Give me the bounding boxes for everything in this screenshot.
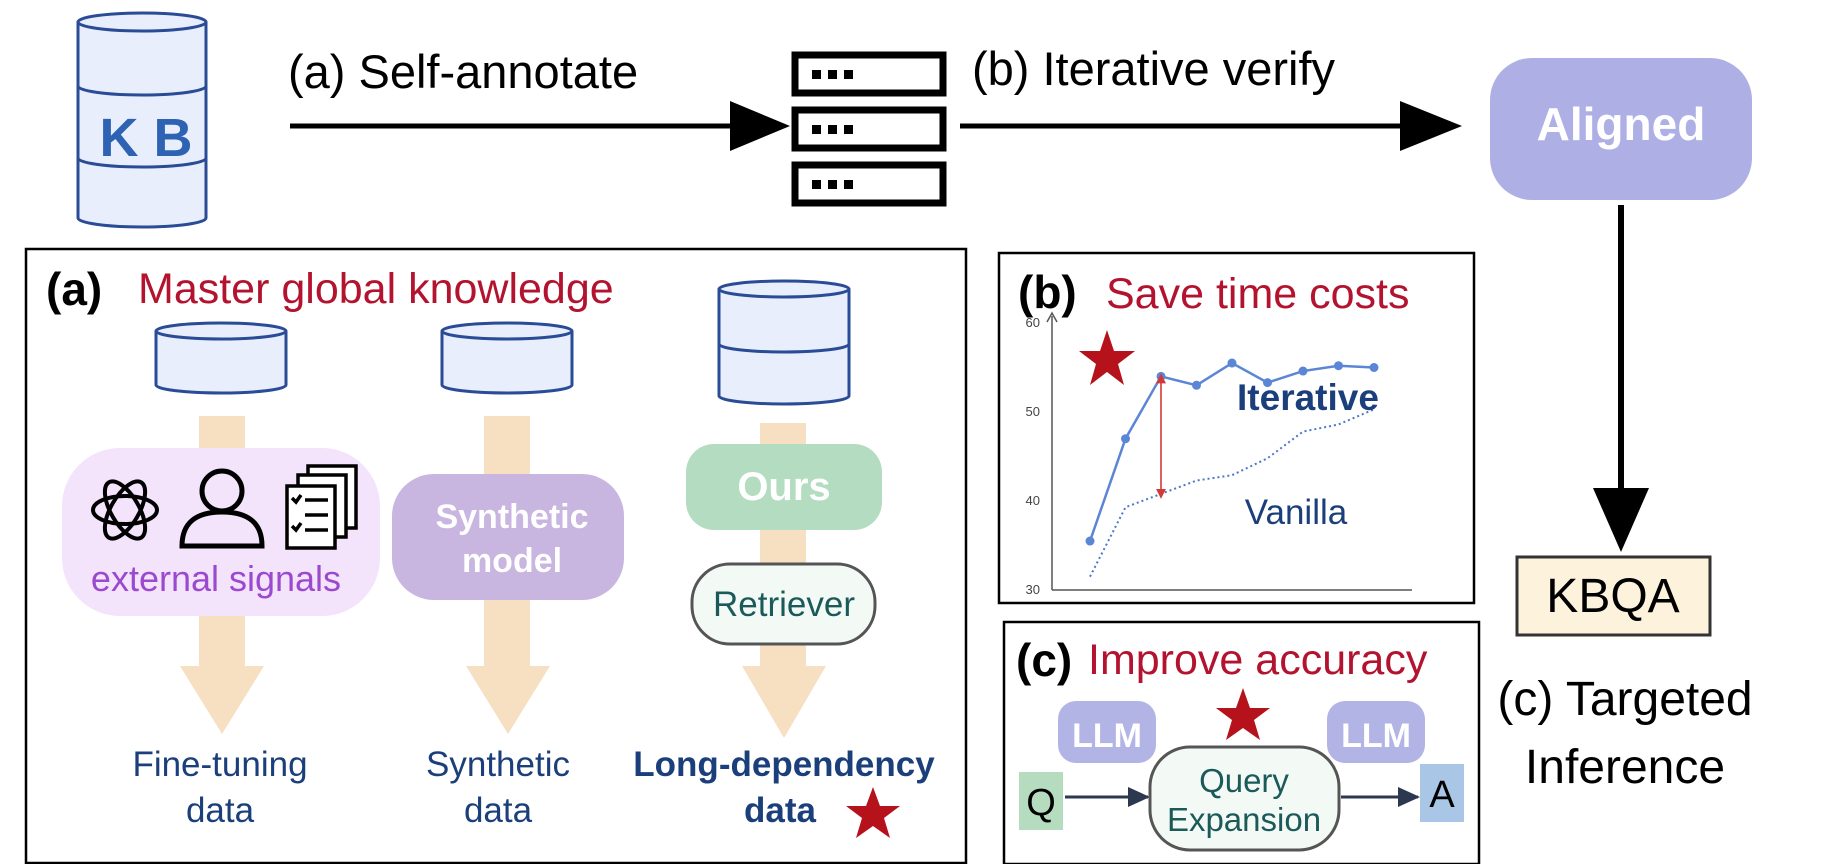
synthetic-model-box bbox=[392, 474, 624, 600]
targeted-inference-line1: (c) Targeted bbox=[1497, 673, 1752, 726]
y-tick-label: 50 bbox=[1026, 404, 1040, 419]
q-box bbox=[1019, 772, 1063, 830]
data-point-iterative bbox=[1369, 363, 1379, 372]
time-cost-chart: 60 50 40 30 Iterative Vanilla bbox=[1026, 311, 1412, 597]
openai-logo-icon bbox=[91, 479, 159, 541]
synthetic-data-line2: data bbox=[464, 791, 533, 830]
panel-c-title: Improve accuracy bbox=[1088, 636, 1428, 684]
aligned-label: Aligned bbox=[1537, 98, 1706, 150]
series-label-iterative: Iterative bbox=[1237, 377, 1379, 418]
retriever-box bbox=[690, 562, 877, 646]
finetuning-data-line1: Fine-tuning bbox=[132, 745, 307, 784]
aligned-box bbox=[1490, 58, 1752, 200]
star-icon bbox=[1079, 330, 1135, 385]
server-icon bbox=[791, 51, 947, 207]
long-dependency-line2: data bbox=[744, 791, 817, 830]
synthetic-model-line1: Synthetic bbox=[435, 498, 588, 536]
data-point-iterative bbox=[1263, 378, 1272, 388]
long-dependency-line1: Long-dependency bbox=[633, 745, 935, 784]
finetuning-data-line2: data bbox=[186, 791, 255, 830]
panel-c-letter: (c) bbox=[1016, 634, 1072, 686]
kbqa-box bbox=[1515, 555, 1712, 637]
panel-b-frame bbox=[997, 251, 1476, 605]
series-label-vanilla: Vanilla bbox=[1245, 493, 1348, 532]
panel-a-title: Master global knowledge bbox=[138, 265, 614, 313]
data-point-iterative bbox=[1192, 380, 1201, 390]
y-tick-label: 40 bbox=[1026, 493, 1040, 508]
col3-database-icon bbox=[717, 279, 851, 406]
iterative-verify-arrowhead bbox=[1400, 101, 1462, 151]
kb-label: K B bbox=[100, 108, 193, 168]
inference-arrowhead bbox=[1593, 488, 1649, 552]
panel-b-letter: (b) bbox=[1018, 266, 1077, 318]
query-expansion-line1: Query bbox=[1199, 762, 1289, 799]
self-annotate-arrowhead bbox=[730, 101, 790, 151]
star-icon bbox=[1216, 688, 1270, 740]
person-icon bbox=[179, 468, 265, 549]
llm-right-box bbox=[1327, 701, 1425, 763]
panel-b-title: Save time costs bbox=[1106, 270, 1410, 318]
series-line-vanilla bbox=[1089, 408, 1375, 578]
q-label: Q bbox=[1026, 782, 1056, 824]
col1-database-icon bbox=[154, 321, 288, 395]
panel-a-frame bbox=[24, 247, 968, 864]
col2-database-icon bbox=[440, 321, 574, 395]
data-point-iterative bbox=[1121, 434, 1130, 444]
targeted-inference-line2: Inference bbox=[1525, 741, 1725, 794]
data-point-iterative bbox=[1085, 536, 1095, 546]
a-box bbox=[1420, 764, 1464, 822]
data-point-iterative bbox=[1334, 361, 1343, 371]
retriever-label: Retriever bbox=[713, 585, 855, 624]
a-label: A bbox=[1429, 774, 1455, 816]
query-expansion-line2: Expansion bbox=[1167, 801, 1321, 838]
y-tick-label: 30 bbox=[1026, 582, 1040, 597]
synthetic-data-line1: Synthetic bbox=[426, 745, 570, 784]
llm-right-label: LLM bbox=[1341, 717, 1411, 755]
data-point-iterative bbox=[1298, 366, 1308, 376]
external-signals-label: external signals bbox=[91, 558, 341, 599]
llm-left-box bbox=[1058, 701, 1156, 763]
kb-database-icon bbox=[76, 11, 208, 229]
y-axis-arrow bbox=[1046, 311, 1058, 323]
query-expansion-box bbox=[1148, 745, 1341, 852]
y-tick-label: 60 bbox=[1026, 315, 1040, 330]
star-icon bbox=[846, 787, 900, 838]
data-point-iterative bbox=[1227, 358, 1237, 368]
llm-left-label: LLM bbox=[1072, 717, 1142, 755]
ours-label: Ours bbox=[737, 465, 830, 509]
kbqa-label: KBQA bbox=[1546, 570, 1679, 623]
iterative-verify-label: (b) Iterative verify bbox=[972, 42, 1336, 95]
self-annotate-label: (a) Self-annotate bbox=[288, 45, 638, 98]
panel-a-letter: (a) bbox=[46, 263, 102, 315]
ours-box bbox=[686, 444, 882, 530]
synthetic-model-line2: model bbox=[462, 542, 562, 580]
checklist-icon bbox=[285, 464, 358, 550]
data-point-iterative bbox=[1156, 371, 1166, 381]
panel-c-frame bbox=[1002, 620, 1481, 864]
